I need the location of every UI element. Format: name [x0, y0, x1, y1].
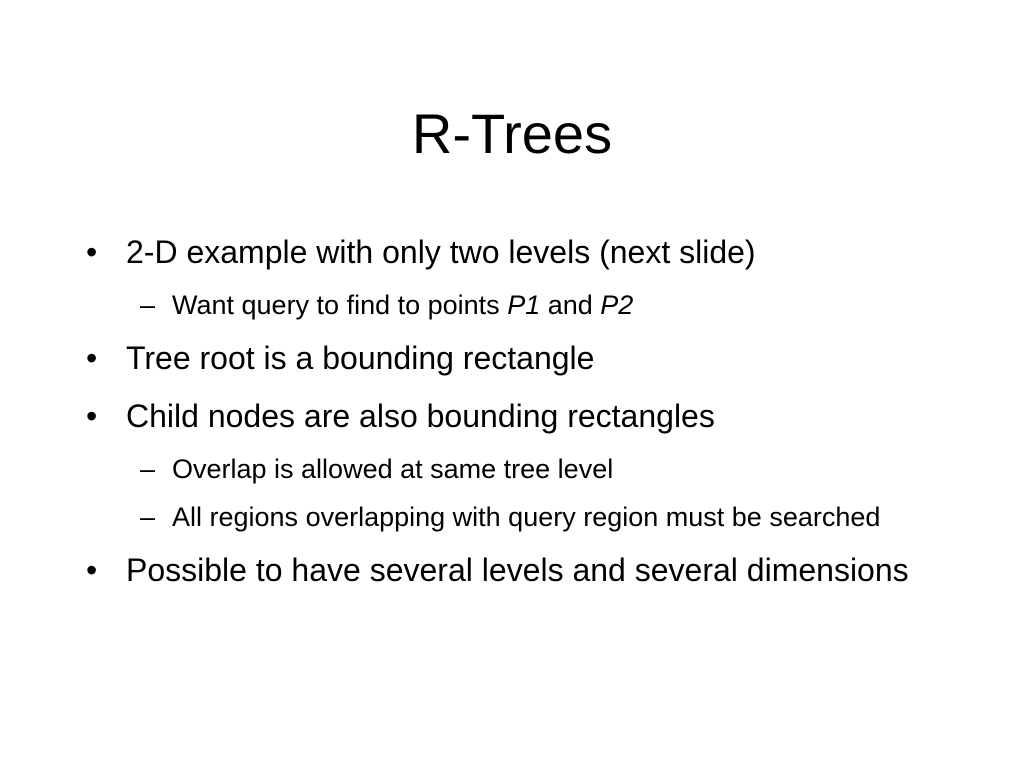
bullet-icon: • — [86, 398, 98, 434]
sub-bullet-text: Want query to find to points P1 and P2 — [172, 290, 633, 320]
bullet-text: Child nodes are also bounding rectangles — [126, 398, 715, 434]
sub-bullet-item: – All regions overlapping with query reg… — [0, 498, 1024, 536]
point-p1-label: P1 — [507, 290, 541, 320]
bullet-item: • Tree root is a bounding rectangle — [0, 336, 1024, 380]
bullet-icon: • — [86, 234, 98, 270]
slide-content: • 2-D example with only two levels (next… — [0, 230, 1024, 606]
bullet-text: Tree root is a bounding rectangle — [126, 340, 595, 376]
bullet-item: • Possible to have several levels and se… — [0, 548, 1024, 592]
sub-bullet-item: – Overlap is allowed at same tree level — [0, 450, 1024, 488]
bullet-item: • Child nodes are also bounding rectangl… — [0, 394, 1024, 438]
bullet-text: 2-D example with only two levels (next s… — [126, 234, 756, 270]
sub-text-part: Want query to find to points — [172, 290, 508, 320]
slide-title: R-Trees — [411, 102, 613, 165]
sub-text-part: and — [540, 290, 601, 320]
sub-bullet-text: All regions overlapping with query regio… — [172, 502, 881, 532]
dash-icon: – — [140, 290, 156, 320]
bullet-text: Possible to have several levels and seve… — [126, 552, 909, 588]
point-p2-label: P2 — [600, 290, 634, 320]
bullet-icon: • — [86, 340, 98, 376]
sub-bullet-item: – Want query to find to points P1 and P2 — [0, 286, 1024, 324]
dash-icon: – — [140, 502, 156, 532]
bullet-item: • 2-D example with only two levels (next… — [0, 230, 1024, 274]
sub-bullet-text: Overlap is allowed at same tree level — [172, 454, 614, 484]
bullet-icon: • — [86, 552, 98, 588]
dash-icon: – — [140, 454, 156, 484]
